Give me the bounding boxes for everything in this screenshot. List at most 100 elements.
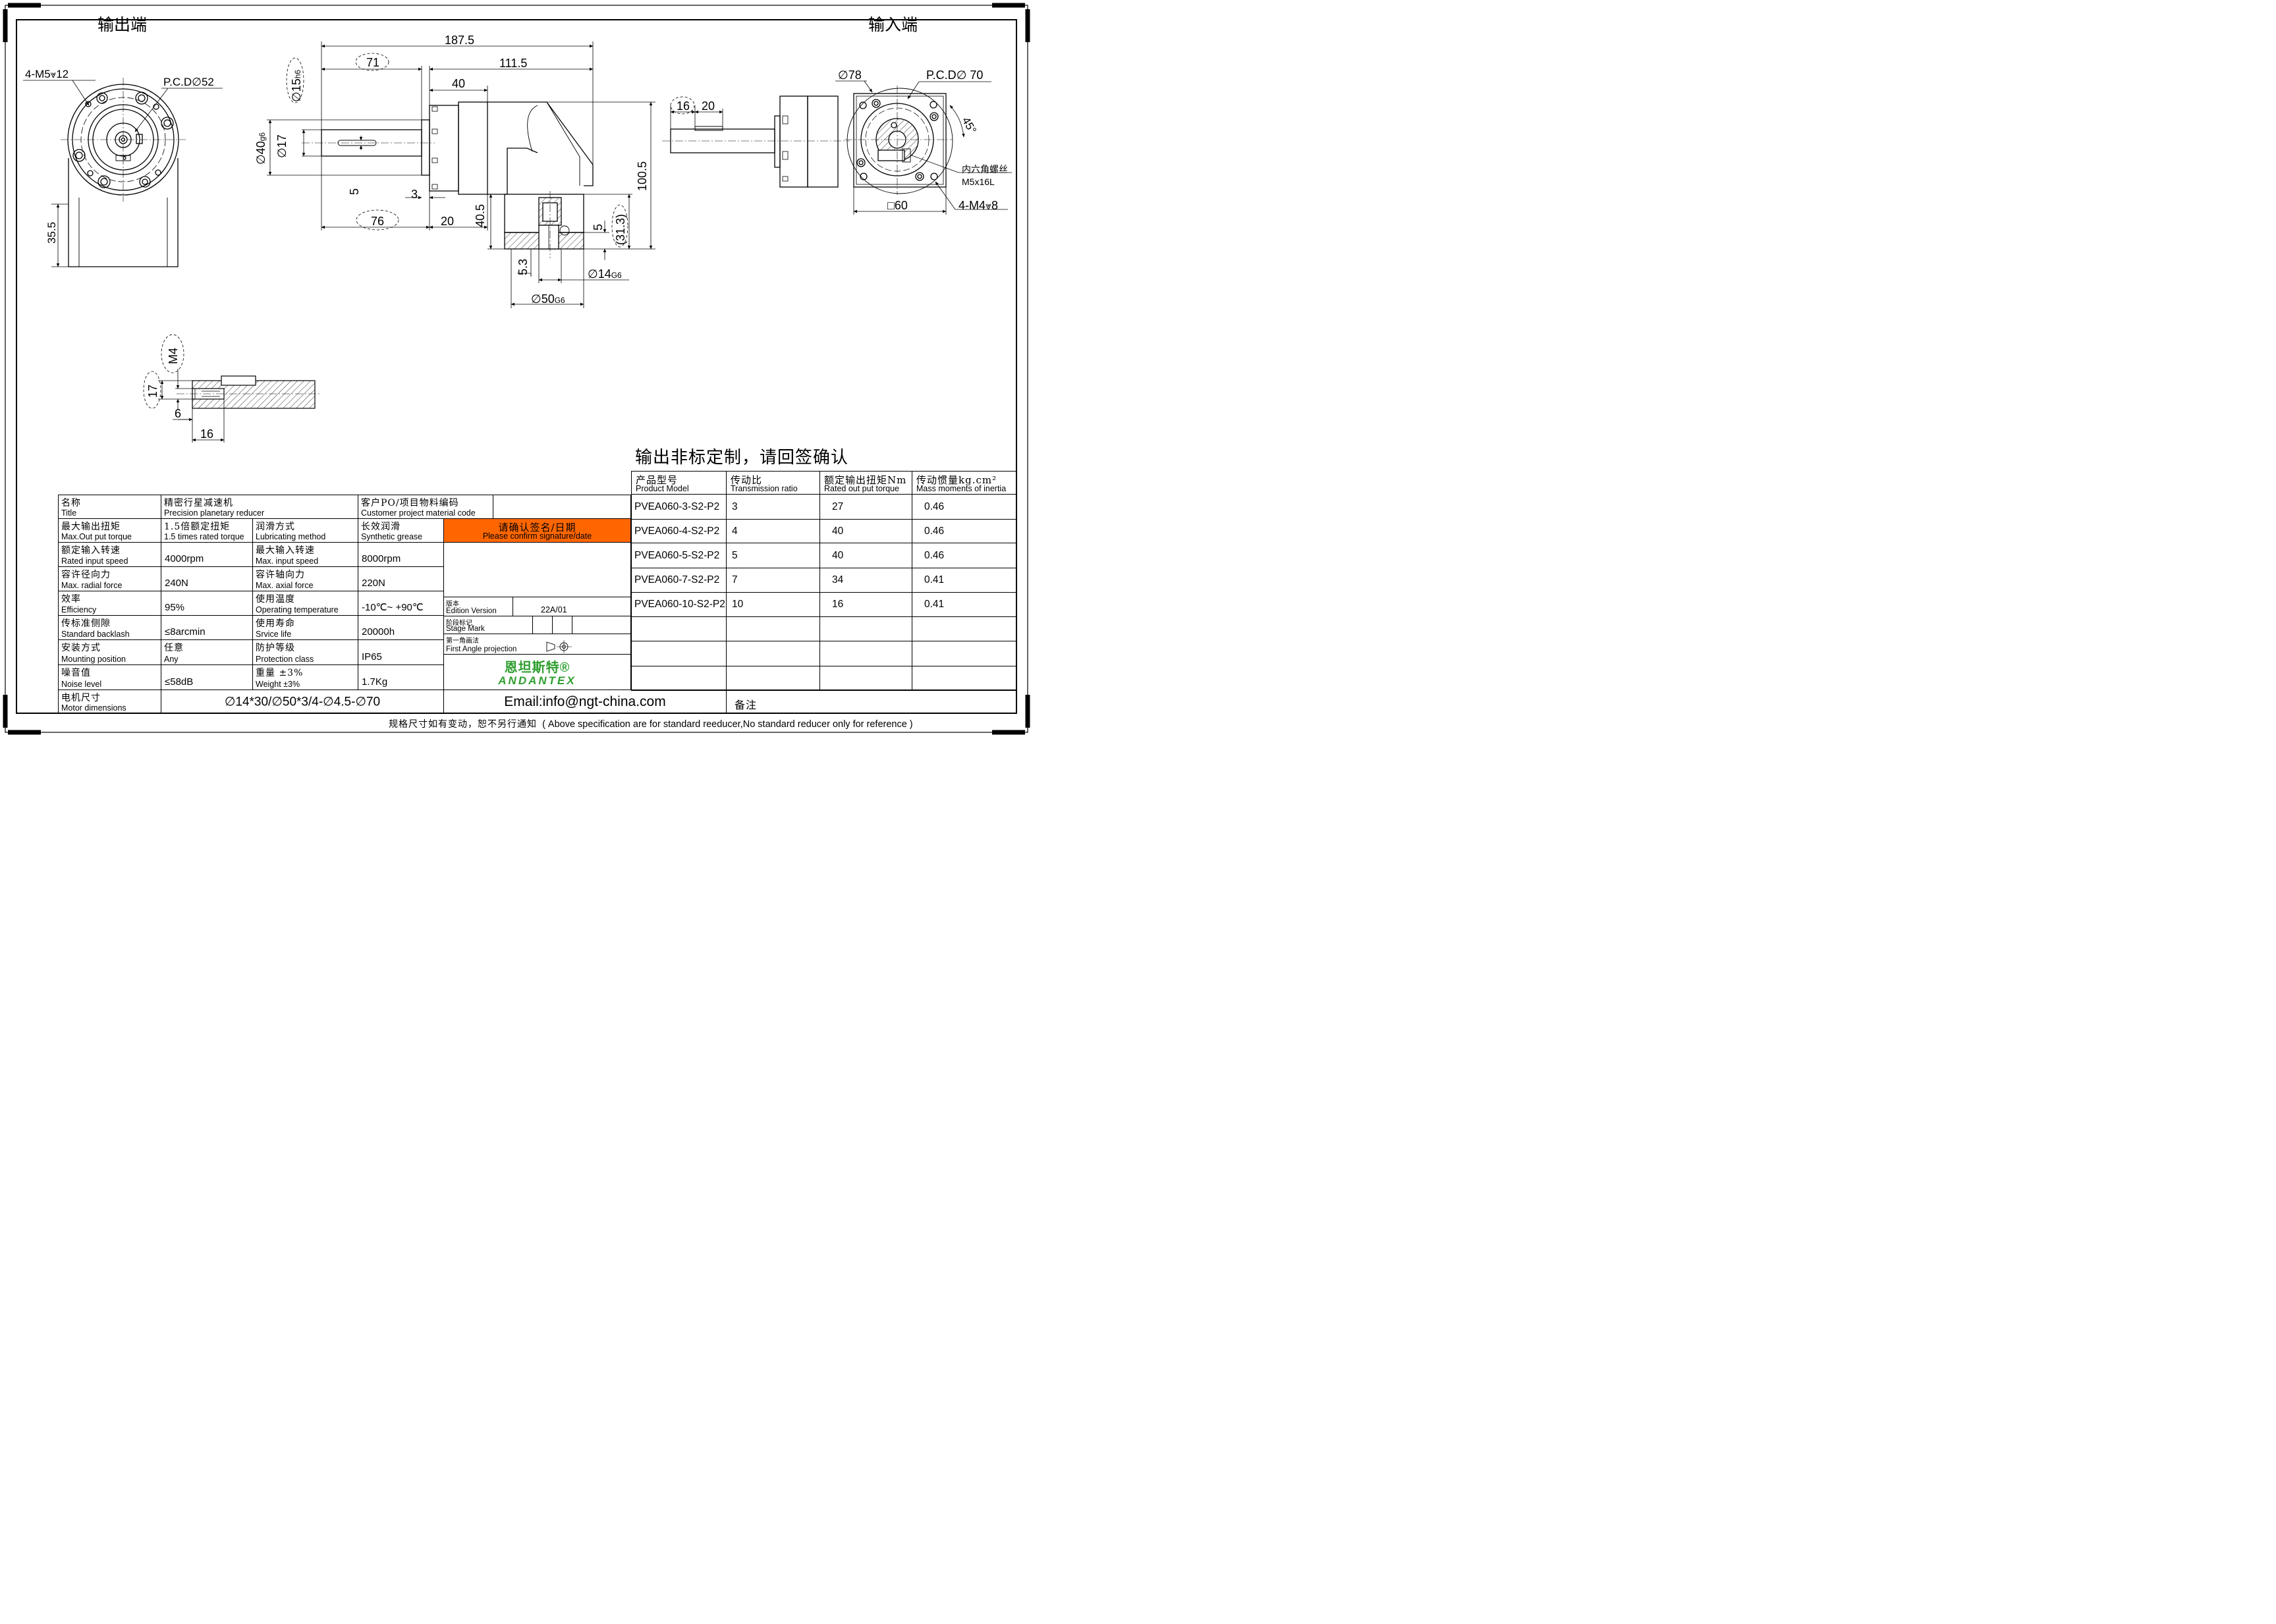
axial-force-label-cell: 容许轴向力 Max. axial force bbox=[252, 566, 358, 591]
model-table-cell: PVEA060-4-S2-P2 bbox=[631, 519, 727, 543]
temperature-label-cell: 使用温度 Operating temperature bbox=[252, 591, 358, 616]
rated-speed-label-en: Rated input speed bbox=[61, 556, 128, 566]
dim-76: 76 bbox=[371, 215, 384, 228]
efficiency-label-en: Efficiency bbox=[61, 605, 97, 614]
model-ratio-value: 5 bbox=[732, 549, 738, 561]
lube-value-en: Synthetic grease bbox=[361, 532, 423, 541]
logo-cell: 恩坦斯特® ANDANTEX bbox=[443, 654, 631, 690]
dim-20b: 20 bbox=[702, 99, 715, 113]
model-table-cell bbox=[912, 641, 1017, 666]
po-label-cn: 客户PO/项目物料编码 bbox=[361, 498, 459, 508]
stage-box-3[interactable] bbox=[572, 616, 631, 634]
dim-5b: 5 bbox=[592, 224, 605, 230]
model-header-cn: 传动比 bbox=[731, 474, 763, 486]
max-torque-value-en: 1.5 times rated torque bbox=[164, 532, 244, 541]
po-label-en: Customer project material code bbox=[361, 508, 476, 518]
confirm-signature-banner: 请确认签名/日期 Please confirm signature/date bbox=[443, 518, 631, 543]
mounting-value-cell: 任意 Any bbox=[161, 639, 253, 665]
max-torque-label-cell: 最大输出扭矩 Max.Out put torque bbox=[58, 518, 161, 543]
dim-40: 40 bbox=[452, 77, 465, 90]
model-inertia-value: 0.46 bbox=[924, 525, 945, 537]
model-table-cell: 0.46 bbox=[912, 519, 1017, 543]
signature-area[interactable] bbox=[443, 542, 631, 597]
stage-box-1[interactable] bbox=[532, 616, 553, 634]
model-table-cell bbox=[726, 616, 820, 641]
max-torque-value-cell: 1.5倍额定扭矩 1.5 times rated torque bbox=[161, 518, 253, 543]
temperature-value: -10℃~ +90℃ bbox=[362, 602, 424, 613]
radial-force-label-cn: 容许径向力 bbox=[61, 570, 111, 580]
first-angle-projection-symbol bbox=[546, 640, 572, 653]
model-ratio-value: 7 bbox=[732, 574, 738, 585]
max-speed-value-cell: 8000rpm bbox=[358, 542, 444, 567]
axial-force-label-cn: 容许轴向力 bbox=[256, 570, 305, 580]
model-model-value: PVEA060-4-S2-P2 bbox=[634, 525, 720, 537]
dim-15h6: ∅15h6 bbox=[290, 70, 303, 102]
po-label-cell: 客户PO/项目物料编码 Customer project material co… bbox=[358, 495, 493, 519]
model-table-cell bbox=[912, 666, 1017, 691]
protection-label-cell: 防护等级 Protection class bbox=[252, 639, 358, 665]
hex-screw-label-cn: 内六角螺丝 bbox=[962, 164, 1008, 175]
company-logo-cn: 恩坦斯特® bbox=[504, 661, 570, 675]
axial-force-value-cell: 220N bbox=[358, 566, 444, 591]
stage-box-2[interactable] bbox=[552, 616, 572, 634]
model-table-cell: 34 bbox=[819, 568, 912, 593]
model-torque-value: 34 bbox=[832, 574, 844, 585]
stage-label-cn: 阶段标记 bbox=[446, 620, 472, 627]
weight-value-cell: 1.7Kg bbox=[358, 664, 444, 690]
max-speed-label-en: Max. input speed bbox=[256, 556, 319, 566]
dim-71: 71 bbox=[366, 56, 379, 69]
backlash-value: ≤8arcmin bbox=[165, 626, 206, 637]
title-value-cell: 精密行星减速机 Precision planetary reducer bbox=[161, 495, 358, 519]
temperature-label-cn: 使用温度 bbox=[256, 594, 295, 605]
model-header-cn: 产品型号 bbox=[636, 474, 679, 486]
dim-35-5: 35.5 bbox=[45, 222, 58, 244]
edition-value: 22A/01 bbox=[541, 605, 567, 614]
footnote: 规格尺寸如有变动，恕不另行通知 ( Above specification ar… bbox=[389, 717, 913, 730]
side-view-dimensions bbox=[267, 41, 655, 308]
model-torque-value: 40 bbox=[832, 525, 844, 537]
dim-m4: M4 bbox=[167, 348, 180, 364]
temperature-value-cell: -10℃~ +90℃ bbox=[358, 591, 444, 616]
edition-label-cn: 版本 bbox=[446, 601, 459, 608]
model-table-cell: PVEA060-5-S2-P2 bbox=[631, 543, 727, 568]
model-torque-value: 40 bbox=[832, 549, 844, 561]
title-label-en: Title bbox=[61, 508, 77, 518]
motor-dim-label-en: Motor dimensions bbox=[61, 703, 126, 713]
rated-speed-value-cell: 4000rpm bbox=[161, 542, 253, 567]
edition-value-cell: 22A/01 bbox=[513, 597, 631, 616]
shaft-section-dimensions bbox=[143, 334, 225, 443]
weight-label-en: Weight ±3% bbox=[256, 680, 300, 689]
protection-label-cn: 防护等级 bbox=[256, 643, 295, 653]
mounting-label-cell: 安装方式 Mounting position bbox=[58, 639, 161, 665]
lube-value-cn: 长效润滑 bbox=[361, 522, 401, 532]
service-life-value: 20000h bbox=[362, 626, 395, 637]
model-header-en: Transmission ratio bbox=[731, 484, 798, 493]
square-60: □60 bbox=[887, 199, 908, 212]
rated-speed-label-cell: 额定输入转速 Rated input speed bbox=[58, 542, 161, 567]
title-label-cn: 名称 bbox=[61, 498, 81, 508]
service-life-label-cn: 使用寿命 bbox=[256, 618, 295, 629]
remark-cell: 备注 bbox=[726, 690, 1016, 714]
model-table-cell bbox=[819, 666, 912, 691]
po-value-cell[interactable] bbox=[493, 495, 631, 519]
title-value-en: Precision planetary reducer bbox=[164, 508, 265, 518]
model-table-cell: 27 bbox=[819, 494, 912, 520]
model-ratio-value: 4 bbox=[732, 525, 738, 537]
mounting-value-en: Any bbox=[164, 655, 179, 664]
noise-value-cell: ≤58dB bbox=[161, 664, 253, 690]
company-logo-en: ANDANTEX bbox=[498, 674, 576, 687]
max-torque-label-en: Max.Out put torque bbox=[61, 532, 132, 541]
projection-cell: 第一角画法 First Angle projection bbox=[443, 634, 631, 655]
dim-187-5: 187.5 bbox=[445, 34, 474, 47]
mounting-value-cn: 任意 bbox=[164, 643, 184, 653]
axial-force-label-en: Max. axial force bbox=[256, 581, 314, 590]
radial-force-value-cell: 240N bbox=[161, 566, 253, 591]
stage-label-cell: 阶段标记 Stage Mark bbox=[443, 616, 533, 634]
noise-label-cn: 噪音值 bbox=[61, 668, 91, 678]
contact-email[interactable]: Email:info@ngt-china.com bbox=[504, 693, 666, 709]
model-table-cell: PVEA060-7-S2-P2 bbox=[631, 568, 727, 593]
model-table-cell: 7 bbox=[726, 568, 820, 593]
model-table-cell: 40 bbox=[819, 543, 912, 568]
